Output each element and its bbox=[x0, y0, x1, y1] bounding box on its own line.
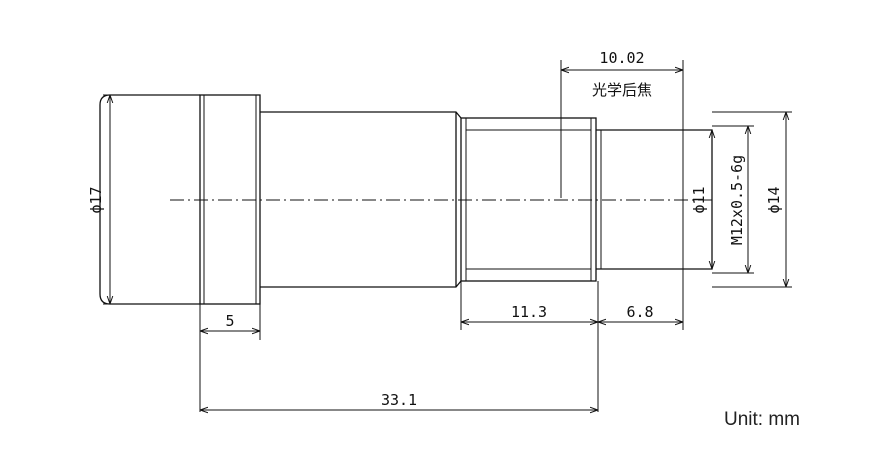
dim-thread bbox=[712, 125, 754, 274]
dim-end-length-value: 6.8 bbox=[626, 303, 653, 321]
lens-body bbox=[260, 111, 462, 288]
unit-label: Unit: mm bbox=[724, 409, 800, 430]
dim-thread-length bbox=[460, 269, 684, 412]
front-cap bbox=[99, 94, 200, 305]
dim-back-focal bbox=[560, 60, 684, 269]
dim-diameter-outer-value: ϕ14 bbox=[765, 186, 783, 213]
dim-diameter-body bbox=[103, 94, 200, 305]
dim-diameter-body-value: ϕ17 bbox=[87, 186, 105, 213]
dim-diameter-outer bbox=[712, 111, 792, 288]
threaded-barrel bbox=[460, 117, 597, 282]
dim-total-length-value: 33.1 bbox=[381, 391, 417, 409]
dim-thread-length-value: 11.3 bbox=[511, 303, 547, 321]
dim-rim-width bbox=[199, 304, 261, 412]
dim-thread-value: M12x0.5-6g bbox=[728, 155, 746, 245]
dim-rim-width-value: 5 bbox=[225, 312, 234, 330]
dim-back-focal-value: 10.02 bbox=[599, 49, 644, 67]
dim-diameter-inner-value: ϕ11 bbox=[690, 186, 708, 213]
dim-back-focal-caption: 光学后焦 bbox=[592, 81, 652, 99]
